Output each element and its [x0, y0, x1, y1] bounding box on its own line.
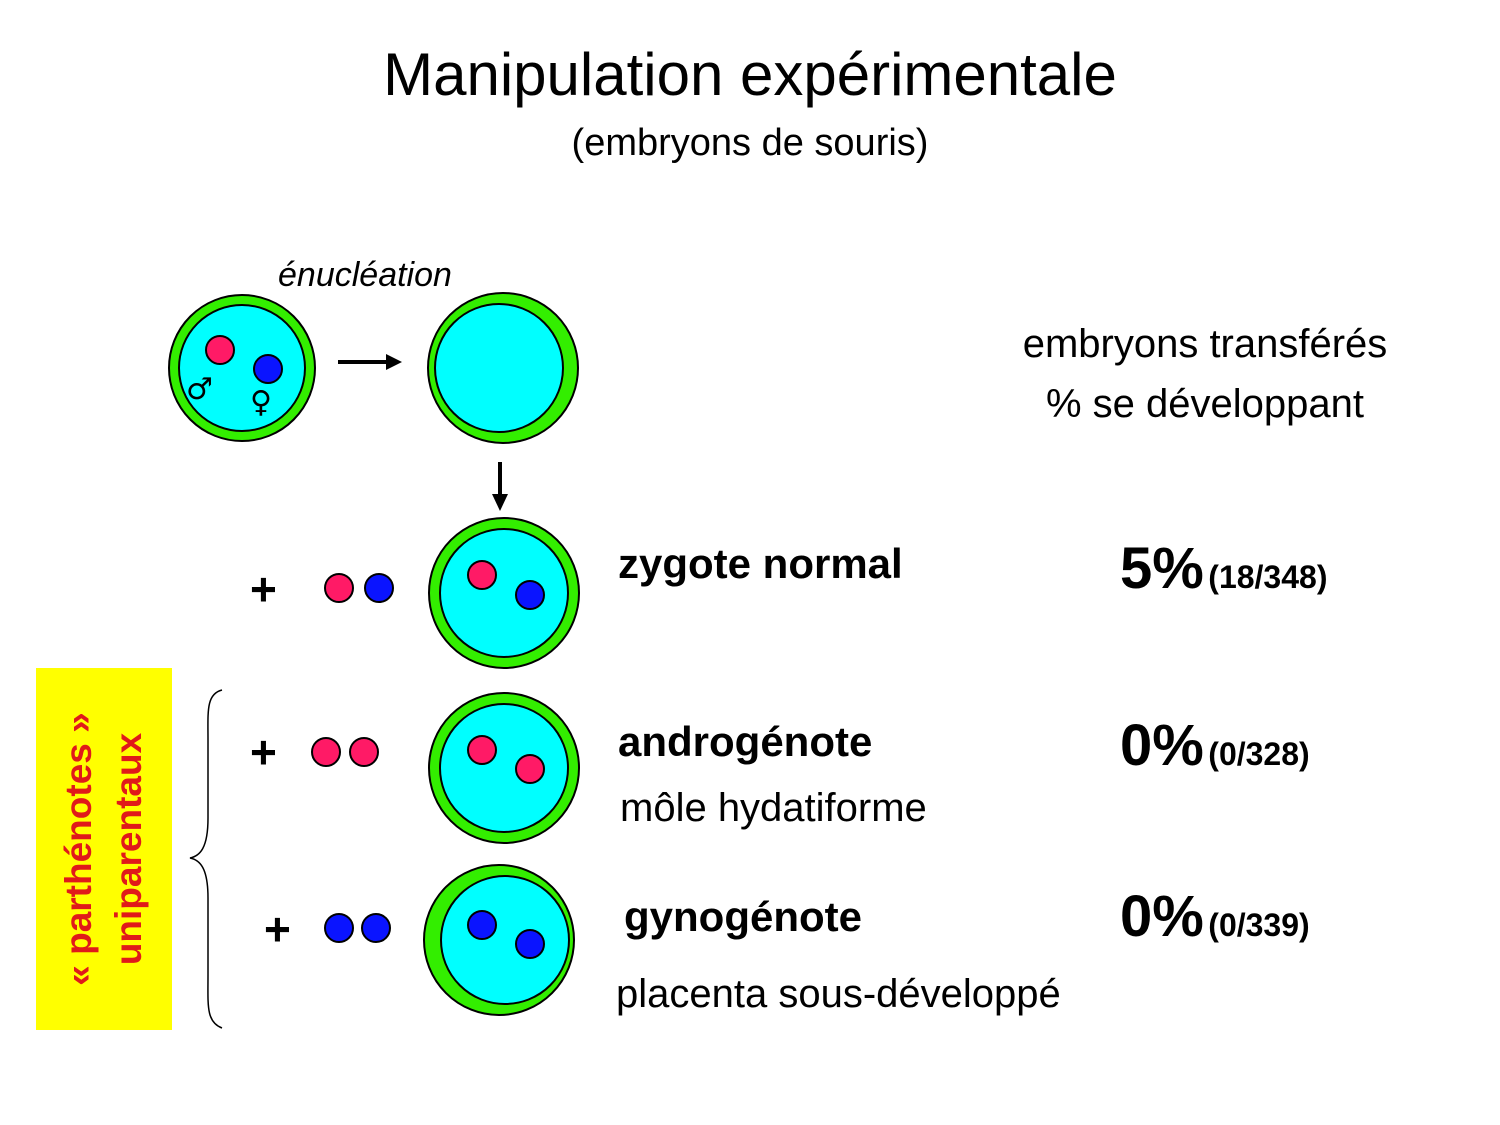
- result-ratio: (0/339): [1208, 907, 1310, 943]
- plus-sign: +: [264, 903, 291, 955]
- plus-sign: +: [250, 726, 277, 778]
- result-normal-zygote: 5% (18/348): [1120, 535, 1327, 602]
- enucleation-label: énucléation: [278, 256, 452, 294]
- row-sublabel-androgenote: môle hydatiforme: [620, 786, 927, 830]
- female-pronucleus: [253, 354, 283, 384]
- plus-sign: +: [250, 563, 277, 615]
- result-ratio: (0/328): [1208, 736, 1310, 772]
- added-male-pronucleus: [349, 737, 379, 767]
- page-subtitle: (embryons de souris): [571, 122, 929, 164]
- side-label-line2: uniparentaux: [108, 732, 149, 966]
- result-percent: 0%: [1120, 884, 1204, 949]
- result-gynogenote: 0% (0/339): [1120, 883, 1310, 950]
- reconstructed-egg-normal: [428, 517, 580, 669]
- page-title: Manipulation expérimentale: [383, 41, 1117, 108]
- arrow-right-icon: [338, 354, 402, 370]
- side-label: « parthénotes » uniparentaux: [54, 668, 154, 1030]
- row-label-androgenote: androgénote: [618, 718, 873, 765]
- curly-brace: [189, 689, 223, 1029]
- result-ratio: (18/348): [1208, 559, 1328, 595]
- column-header-line2: % se développant: [1045, 382, 1364, 426]
- added-female-pronucleus: [324, 913, 354, 943]
- added-female-pronucleus: [364, 573, 394, 603]
- row-label-normal-zygote: zygote normal: [618, 540, 903, 587]
- reconstructed-egg-androgenote: [428, 692, 580, 844]
- added-male-pronucleus: [324, 573, 354, 603]
- added-female-pronucleus: [361, 913, 391, 943]
- result-androgenote: 0% (0/328): [1120, 712, 1310, 779]
- arrow-down-icon: [492, 462, 508, 511]
- male-pronucleus: [205, 335, 235, 365]
- added-male-pronucleus: [311, 737, 341, 767]
- column-header-line1: embryons transférés: [1022, 322, 1388, 366]
- original-zygote: ♂ ♀: [168, 294, 316, 442]
- row-sublabel-gynogenote: placenta sous-développé: [616, 972, 1061, 1016]
- male-symbol: ♂: [186, 372, 213, 407]
- row-label-gynogenote: gynogénote: [624, 893, 862, 940]
- reconstructed-egg-gynogenote: [423, 864, 575, 1016]
- result-percent: 5%: [1120, 536, 1204, 601]
- female-symbol: ♀: [250, 385, 272, 420]
- side-label-box: « parthénotes » uniparentaux: [36, 668, 172, 1030]
- enucleated-egg: [427, 292, 579, 444]
- result-percent: 0%: [1120, 713, 1204, 778]
- side-label-line1: « parthénotes »: [58, 712, 99, 986]
